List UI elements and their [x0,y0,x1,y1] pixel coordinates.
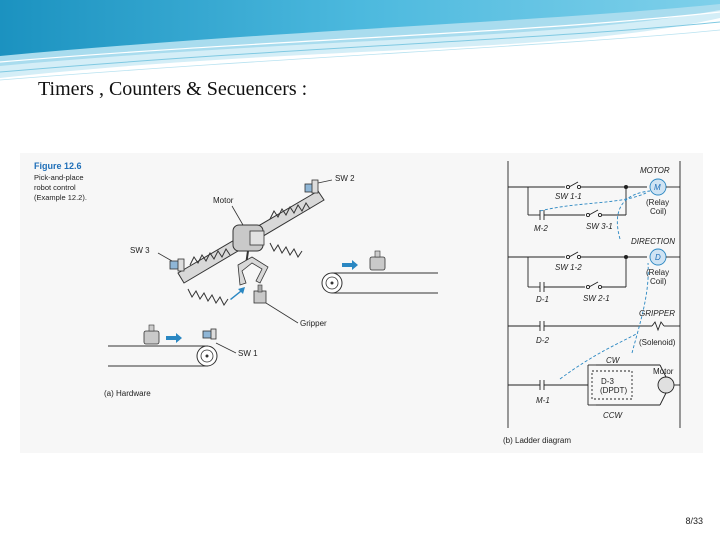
label-motor-title: MOTOR [640,166,670,175]
label-gripper-title: GRIPPER [639,309,675,318]
sequence-arrow-1 [616,190,651,240]
label-d3a: D-3 [601,377,614,386]
slide-title: Timers , Counters & Secuencers : [38,78,308,100]
motor-icon [232,224,265,252]
lower-conveyor [108,324,218,367]
lower-conveyor-arrow-icon [166,333,182,343]
figure-caption-label: Figure 12.6 [34,161,82,171]
label-coil-m: M [654,183,661,192]
label-sw2-1: SW 2-1 [583,294,610,303]
sequence-arrow-4 [559,332,639,380]
gripper-arrow-icon [230,287,245,300]
ladder-diagram [507,161,681,428]
hardware-diagram: Figure 12.6 Pick-and-place robot control… [34,161,438,398]
label-ccw: CCW [603,411,624,420]
robot-control-figure: Figure 12.6 Pick-and-place robot control… [20,153,703,453]
label-sw1: SW 1 [238,349,258,358]
label-cw: CW [606,356,621,365]
figure-caption-line3: (Example 12.2). [34,193,87,202]
gripper-icon [237,250,269,304]
ladder-labels: MOTOR M (Relay Coil) SW 1-1 SW 3-1 M-2 D… [503,166,676,445]
figure-caption-line2: robot control [34,183,76,192]
label-direction-title: DIRECTION [631,237,675,246]
label-d2: D-2 [536,336,549,345]
header-wave-banner [0,0,720,81]
label-sw1-1: SW 1-1 [555,192,582,201]
label-relay-coil-1b: Coil) [650,207,667,216]
rail-teeth-bottom [187,242,303,306]
rail-teeth-top [189,202,311,266]
sequence-arrow-3 [631,262,649,354]
label-m2: M-2 [534,224,548,233]
label-coil-d: D [655,253,661,262]
figure-caption-line1: Pick-and-place [34,173,84,182]
label-motor: Motor [213,196,234,205]
ladder-sub-caption: (b) Ladder diagram [503,436,571,445]
label-relay-coil-1a: (Relay [646,198,669,207]
sequence-arrow-2 [539,192,647,212]
label-d1: D-1 [536,295,549,304]
label-sw2: SW 2 [335,174,355,183]
label-sw1-2: SW 1-2 [555,263,582,272]
label-relay-coil-2a: (Relay [646,268,669,277]
label-sw3-1: SW 3-1 [586,222,613,231]
page-number: 8/33 [685,516,703,526]
switch-sw2-icon [304,179,333,194]
label-relay-coil-2b: Coil) [650,277,667,286]
hardware-sub-caption: (a) Hardware [104,389,151,398]
label-solenoid: (Solenoid) [639,338,676,347]
label-motor: Motor [653,367,674,376]
label-m1: M-1 [536,396,550,405]
upper-conveyor-arrow-icon [342,260,358,270]
switch-sw3-icon [169,258,185,272]
switch-sw1-icon [202,328,217,340]
label-sw3: SW 3 [130,246,150,255]
upper-conveyor [321,250,438,294]
label-gripper: Gripper [300,319,327,328]
label-d3b: (DPDT) [600,386,627,395]
